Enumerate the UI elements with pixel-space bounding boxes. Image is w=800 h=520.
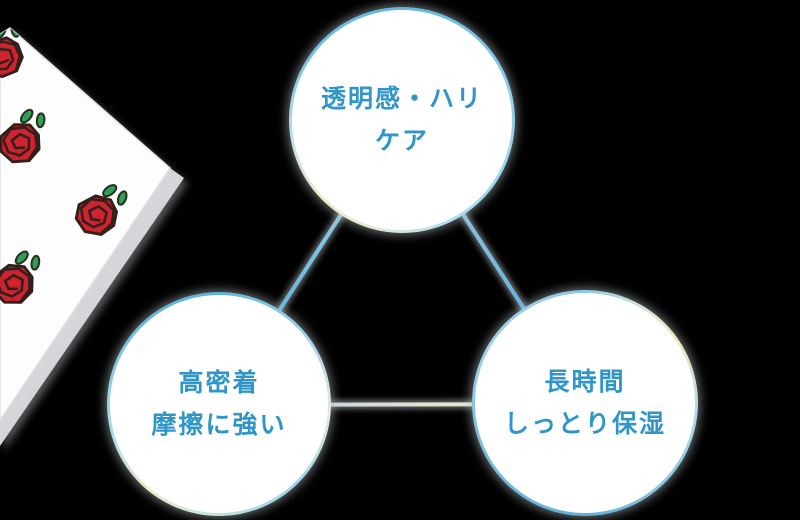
feature-node-bottom-left-label: 高密着 摩擦に強い	[107, 292, 331, 516]
feature-node-bottom-right-label: 長時間 しっとり保湿	[472, 290, 698, 516]
feature-node-bottom-left: 高密着 摩擦に強い	[107, 292, 331, 516]
rose-sheet-illustration	[0, 27, 184, 446]
feature-node-top-line1: 透明感・ハリ	[320, 85, 483, 113]
feature-node-br-line2: しっとり保湿	[503, 410, 666, 438]
feature-node-top-label: 透明感・ハリ ケア	[289, 7, 515, 233]
feature-node-bottom-right-fill	[475, 293, 695, 513]
sheet-edge	[0, 168, 184, 446]
feature-node-bottom-right: 長時間 しっとり保湿	[472, 290, 698, 516]
sheet-body	[0, 27, 184, 446]
feature-node-bottom-left-fill	[110, 295, 328, 513]
feature-node-bl-line1: 高密着	[178, 369, 260, 397]
feature-node-top: 透明感・ハリ ケア	[289, 7, 515, 233]
feature-node-top-fill	[292, 10, 512, 230]
feature-node-top-line2: ケア	[374, 127, 429, 155]
feature-node-br-line1: 長時間	[544, 368, 626, 396]
feature-node-bl-line2: 摩擦に強い	[151, 411, 287, 439]
